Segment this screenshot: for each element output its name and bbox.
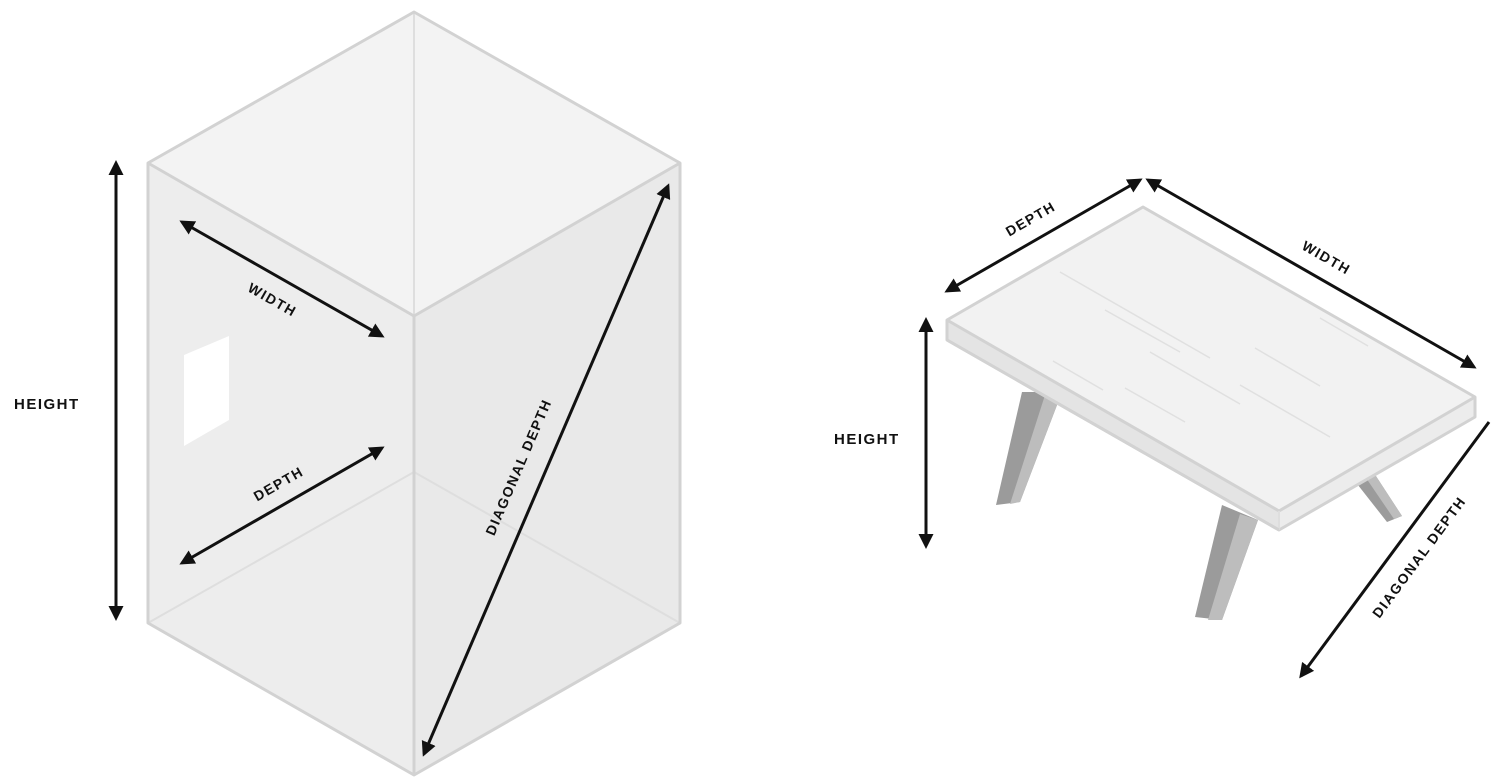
box-height-label: HEIGHT — [14, 396, 80, 413]
table-height-label: HEIGHT — [834, 431, 900, 448]
box-figure: HEIGHT WIDTH DEPTH DIAGONAL DEPTH — [14, 12, 680, 775]
table-figure: HEIGHT DEPTH WIDTH DIAGONAL DEPTH — [834, 180, 1489, 676]
